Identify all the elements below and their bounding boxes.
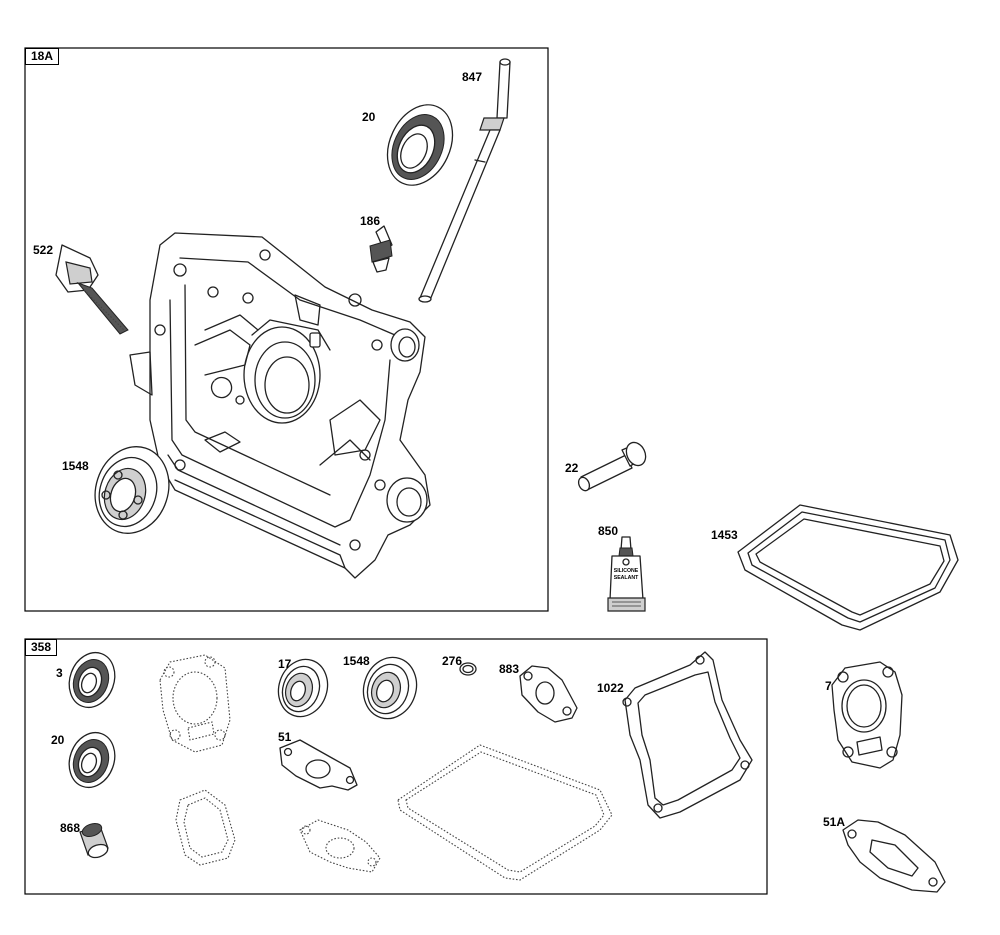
label-part-20-kit: 20 — [51, 733, 65, 747]
label-part-20-top: 20 — [362, 110, 376, 124]
oil-seal-20-kit-illustration — [68, 731, 116, 789]
tube-label-line2: SEALANT — [614, 575, 639, 581]
intake-gasket-outline-illustration — [299, 819, 381, 873]
breather-fitting-186-illustration — [369, 225, 393, 273]
label-part-1453: 1453 — [711, 528, 738, 542]
bearing-17-illustration — [277, 658, 329, 718]
label-part-847: 847 — [462, 70, 483, 84]
group-frame-18a — [24, 47, 549, 612]
label-part-1548-kit: 1548 — [343, 654, 370, 668]
label-part-522: 522 — [33, 243, 54, 257]
o-ring-276-illustration — [459, 662, 477, 676]
label-part-883: 883 — [499, 662, 520, 676]
gasket-51a-illustration — [842, 819, 946, 893]
tube-label-line1: SILICONE — [614, 568, 639, 574]
bearing-1548-kit-illustration — [362, 656, 418, 720]
label-part-850: 850 — [598, 524, 619, 538]
label-part-3: 3 — [56, 666, 63, 680]
label-part-276: 276 — [442, 654, 463, 668]
label-part-186: 186 — [360, 214, 381, 228]
bearing-1548-illustration — [94, 446, 170, 534]
label-part-1548-top: 1548 — [62, 459, 89, 473]
label-part-7: 7 — [825, 679, 832, 693]
valve-seal-868-illustration — [79, 823, 109, 859]
gasket-51-illustration — [279, 739, 358, 791]
crankcase-cover-illustration — [129, 232, 431, 579]
gasket-1022-illustration — [622, 651, 753, 819]
rectangular-gasket-outline-illustration — [397, 744, 613, 881]
label-part-22: 22 — [565, 461, 579, 475]
group-tag-358: 358 — [25, 639, 58, 657]
rocker-gasket-outline-illustration — [175, 789, 236, 866]
sealant-tube-850-illustration: SILICONE SEALANT — [607, 536, 646, 612]
label-part-1022: 1022 — [597, 681, 624, 695]
group-frame-358 — [24, 638, 768, 895]
dipstick-tube-847-illustration — [418, 58, 511, 303]
label-part-51a: 51A — [823, 815, 846, 829]
head-gasket-outline-illustration — [159, 654, 231, 753]
label-part-868: 868 — [60, 821, 81, 835]
bolt-22-illustration — [577, 441, 647, 492]
head-gasket-7-illustration — [831, 661, 903, 769]
label-part-51: 51 — [278, 730, 292, 744]
gasket-883-illustration — [519, 665, 578, 723]
group-tag-18a: 18A — [25, 48, 60, 66]
oil-seal-20-illustration — [386, 104, 454, 186]
oil-seal-3-illustration — [68, 651, 116, 709]
gasket-1453-illustration — [737, 504, 959, 631]
label-part-17: 17 — [278, 657, 292, 671]
dipstick-522-illustration — [55, 244, 129, 335]
